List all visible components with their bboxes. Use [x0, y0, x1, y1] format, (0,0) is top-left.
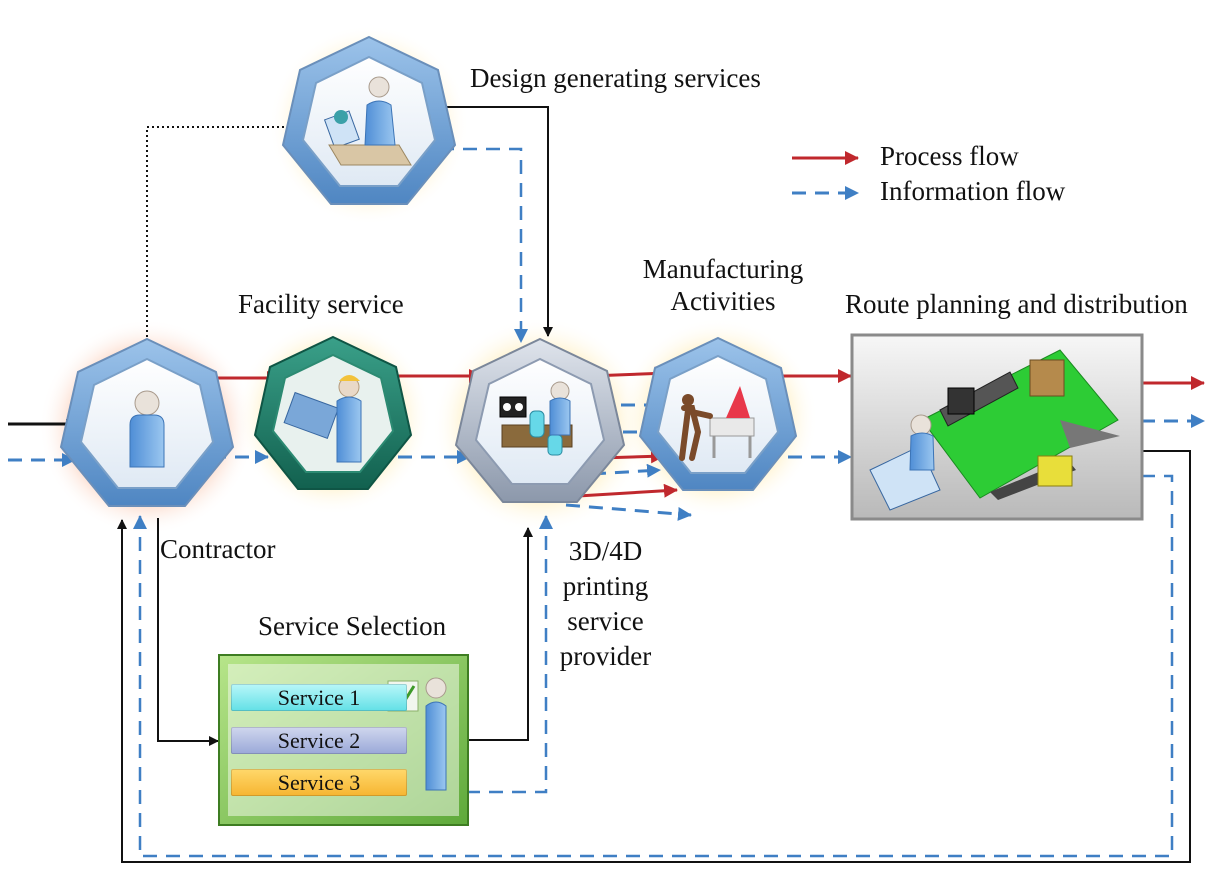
- design-to-printing-arrow: [435, 106, 553, 337]
- manufacturing-title: Manufacturing Activities: [628, 254, 818, 318]
- printing-to-mfg-info-3: [591, 463, 661, 478]
- contractor-node: [59, 337, 235, 507]
- printing-label-line-1: 3D/4D: [568, 536, 643, 566]
- contractor-person-icon: [129, 390, 165, 468]
- printing-lab-icon: [499, 381, 573, 456]
- feedback-control-loop: [117, 450, 1191, 863]
- printing-node: [454, 337, 626, 503]
- route-planning-box: [850, 333, 1144, 521]
- contractor-to-selection-arrow: [157, 518, 219, 746]
- printing-label-line-3: service: [567, 606, 644, 637]
- service-1-option[interactable]: Service 1: [231, 684, 407, 711]
- logistics-map-icon: [869, 349, 1120, 511]
- selection-person-icon: [425, 677, 447, 791]
- legend-information-label: Information flow: [880, 176, 1066, 206]
- worker-machine-icon: [679, 386, 755, 461]
- engineer-blueprint-icon: [283, 375, 362, 463]
- manufacturing-node: [638, 336, 798, 491]
- designer-workstation-icon: [323, 76, 412, 166]
- printing-provider-label: 3D/4D printing service provider: [548, 534, 663, 674]
- design-title: Design generating services: [470, 63, 761, 93]
- route-title: Route planning and distribution: [845, 289, 1188, 319]
- service-options-list: Service 1 Service 2 Service 3: [219, 670, 419, 810]
- printing-label-line-2: printing: [562, 571, 649, 602]
- facility-node: [253, 335, 413, 490]
- service-2-option[interactable]: Service 2: [231, 727, 407, 754]
- contractor-label: Contractor: [160, 534, 276, 564]
- selection-to-printing-arrow: [466, 527, 533, 741]
- design-to-printing-info: [440, 147, 528, 343]
- manufacturing-title-line-2: Activities: [670, 285, 776, 316]
- service-selection-title: Service Selection: [258, 611, 447, 641]
- printing-to-mfg-process-3: [577, 483, 678, 498]
- legend-process-label: Process flow: [880, 141, 1019, 171]
- printing-to-mfg-info-4: [565, 503, 692, 521]
- facility-title: Facility service: [238, 289, 404, 319]
- contractor-to-design-arrow: [146, 122, 314, 342]
- design-node: [281, 35, 457, 205]
- printing-label-line-4: provider: [559, 641, 652, 672]
- service-3-option[interactable]: Service 3: [231, 769, 407, 796]
- manufacturing-title-line-1: Manufacturing: [642, 254, 804, 284]
- selection-to-printing-info: [466, 515, 553, 794]
